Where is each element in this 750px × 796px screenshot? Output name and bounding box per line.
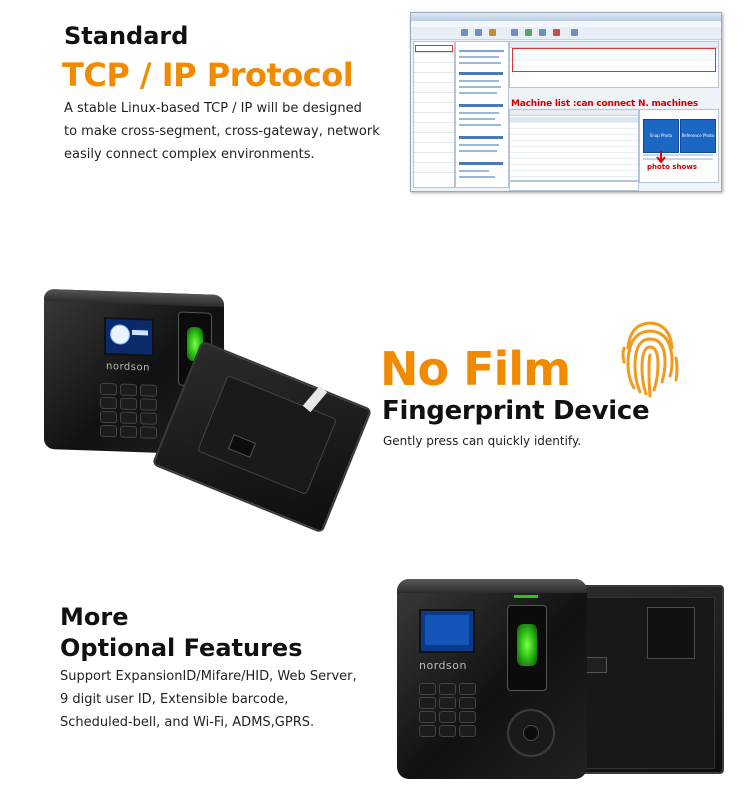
- features-line-3: Scheduled-bell, and Wi-Fi, ADMS,GPRS.: [60, 715, 315, 730]
- heading-fingerprint-device: Fingerprint Device: [382, 396, 650, 426]
- heading-tcp-ip: TCP / IP Protocol: [62, 56, 354, 94]
- user-list-pane: [413, 41, 455, 188]
- tcp-desc-line-1: A stable Linux-based TCP / IP will be de…: [64, 101, 362, 116]
- toolbar-icon: [553, 29, 560, 36]
- photo-shows-label: photo shows: [647, 163, 697, 171]
- reference-photo: Reference Photo: [680, 119, 716, 153]
- heading-standard: Standard: [64, 22, 189, 50]
- fingerprint-icon: [621, 321, 679, 398]
- red-arrow-icon: [656, 151, 666, 164]
- software-screenshot: Machine list :can connect N. machines Sn…: [410, 12, 722, 192]
- tcp-desc-line-3: easily connect complex environments.: [64, 147, 315, 162]
- window-toolbar: [411, 27, 721, 40]
- device-back-panel-image: [575, 585, 724, 774]
- brand-logo-2: nordson: [419, 659, 467, 672]
- toolbar-icon: [489, 29, 496, 36]
- toolbar-icon: [525, 29, 532, 36]
- toolbar-icon: [461, 29, 468, 36]
- features-line-1: Support ExpansionID/Mifare/HID, Web Serv…: [60, 669, 357, 684]
- brand-logo: nordson: [106, 361, 150, 374]
- toolbar-icon: [539, 29, 546, 36]
- machine-list: [509, 109, 639, 181]
- window-titlebar: [411, 13, 721, 21]
- features-description: Support ExpansionID/Mifare/HID, Web Serv…: [60, 665, 357, 734]
- record-bar: [509, 181, 639, 191]
- toolbar-icon: [571, 29, 578, 36]
- device-front-image-2: nordson: [397, 579, 587, 779]
- heading-no-film: No Film: [380, 342, 571, 396]
- features-line-2: 9 digit user ID, Extensible barcode,: [60, 692, 289, 707]
- function-menu-pane: [455, 41, 509, 188]
- toolbar-icon: [511, 29, 518, 36]
- tcp-description: A stable Linux-based TCP / IP will be de…: [64, 97, 380, 166]
- machine-list-label: Machine list :can connect N. machines: [511, 99, 699, 109]
- photo-panel: Snap Photo Reference Photo: [639, 109, 719, 183]
- toolbar-icon: [475, 29, 482, 36]
- tcp-desc-line-2: to make cross-segment, cross-gateway, ne…: [64, 124, 380, 139]
- fingerprint-subtitle: Gently press can quickly identify.: [383, 434, 582, 448]
- snap-photo: Snap Photo: [643, 119, 679, 153]
- heading-optional-features: Optional Features: [60, 634, 303, 662]
- device-back-image: [151, 340, 375, 534]
- heading-more: More: [60, 603, 129, 631]
- device-table: [509, 41, 719, 88]
- navigation-pad: [507, 709, 555, 757]
